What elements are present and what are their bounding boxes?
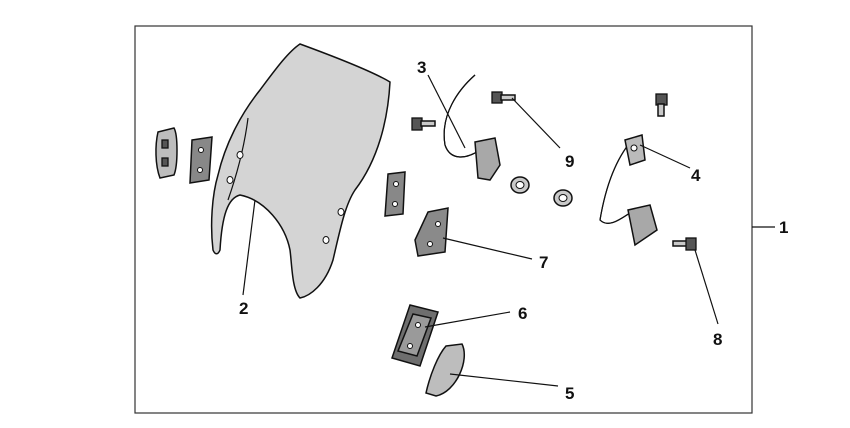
callout-3: 3	[417, 58, 426, 77]
plate-6-part	[391, 304, 439, 367]
left-rubber-plate-part	[189, 136, 213, 184]
callout-5: 5	[565, 384, 574, 403]
bolt-8-part	[672, 237, 697, 251]
callout-6: 6	[518, 304, 527, 323]
callout-1: 1	[779, 218, 788, 237]
right-stay-bracket-part	[599, 134, 658, 247]
nut-right	[553, 189, 573, 207]
leader-5	[449, 373, 559, 387]
bolt-upper-left	[411, 117, 436, 131]
nut-left	[510, 176, 530, 194]
bolt-upper-right	[655, 93, 668, 117]
cap-5-part	[425, 343, 465, 397]
left-cap-part	[155, 127, 178, 179]
callout-4: 4	[691, 166, 701, 185]
leader-8	[694, 249, 719, 325]
left-stay-bracket-part	[443, 74, 501, 181]
windshield-part	[210, 43, 391, 299]
callout-8: 8	[713, 330, 722, 349]
leader-7	[442, 237, 533, 260]
bolt-9-part	[491, 91, 516, 104]
rubber-block-7-part	[414, 207, 449, 257]
mid-rubber-plate-part	[384, 171, 406, 217]
callout-7: 7	[539, 253, 548, 272]
leader-9	[511, 97, 561, 149]
callout-2: 2	[239, 299, 248, 318]
leader-3	[427, 74, 466, 149]
leader-6	[424, 311, 511, 328]
leader-2	[242, 199, 256, 296]
callout-9: 9	[565, 152, 574, 171]
leader-4	[639, 144, 691, 169]
diagram-frame	[134, 25, 753, 414]
